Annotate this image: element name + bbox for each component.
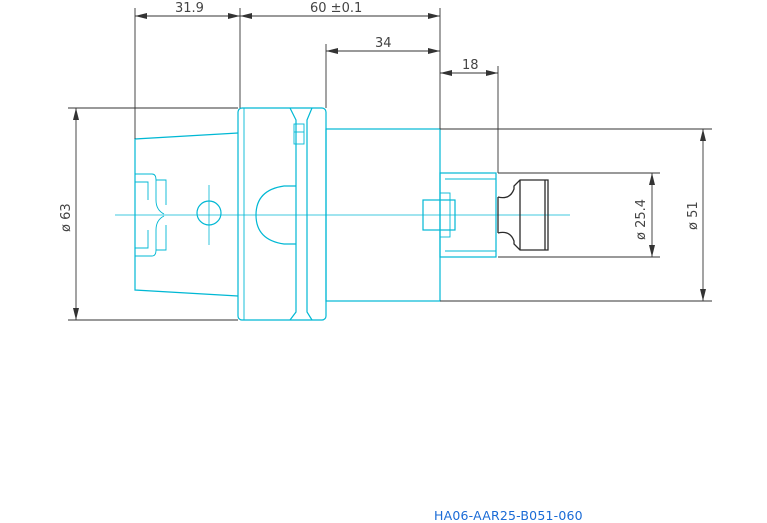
v-groove	[289, 107, 297, 321]
key-slot	[422, 199, 456, 231]
dim-gauge-length: 60 ±0.1	[310, 1, 362, 16]
dim-body-diameter: ø 51	[686, 201, 701, 230]
dimension-lines	[68, 8, 712, 321]
dim-flange-diameter: ø 63	[59, 203, 74, 232]
taper-shank	[134, 132, 239, 297]
orientation-notch	[293, 123, 305, 145]
dim-flange-length: 31.9	[175, 1, 204, 16]
dim-bore-diameter: ø 25.4	[634, 199, 649, 240]
retention-knob	[497, 179, 549, 251]
drawbar-bore	[255, 185, 296, 245]
dim-body-length: 34	[375, 36, 392, 51]
flange	[237, 107, 327, 321]
tool-holder-outline	[115, 107, 570, 321]
dim-nose-length: 18	[462, 58, 479, 73]
part-number-label: HA06-AAR25-B051-060	[434, 508, 583, 523]
